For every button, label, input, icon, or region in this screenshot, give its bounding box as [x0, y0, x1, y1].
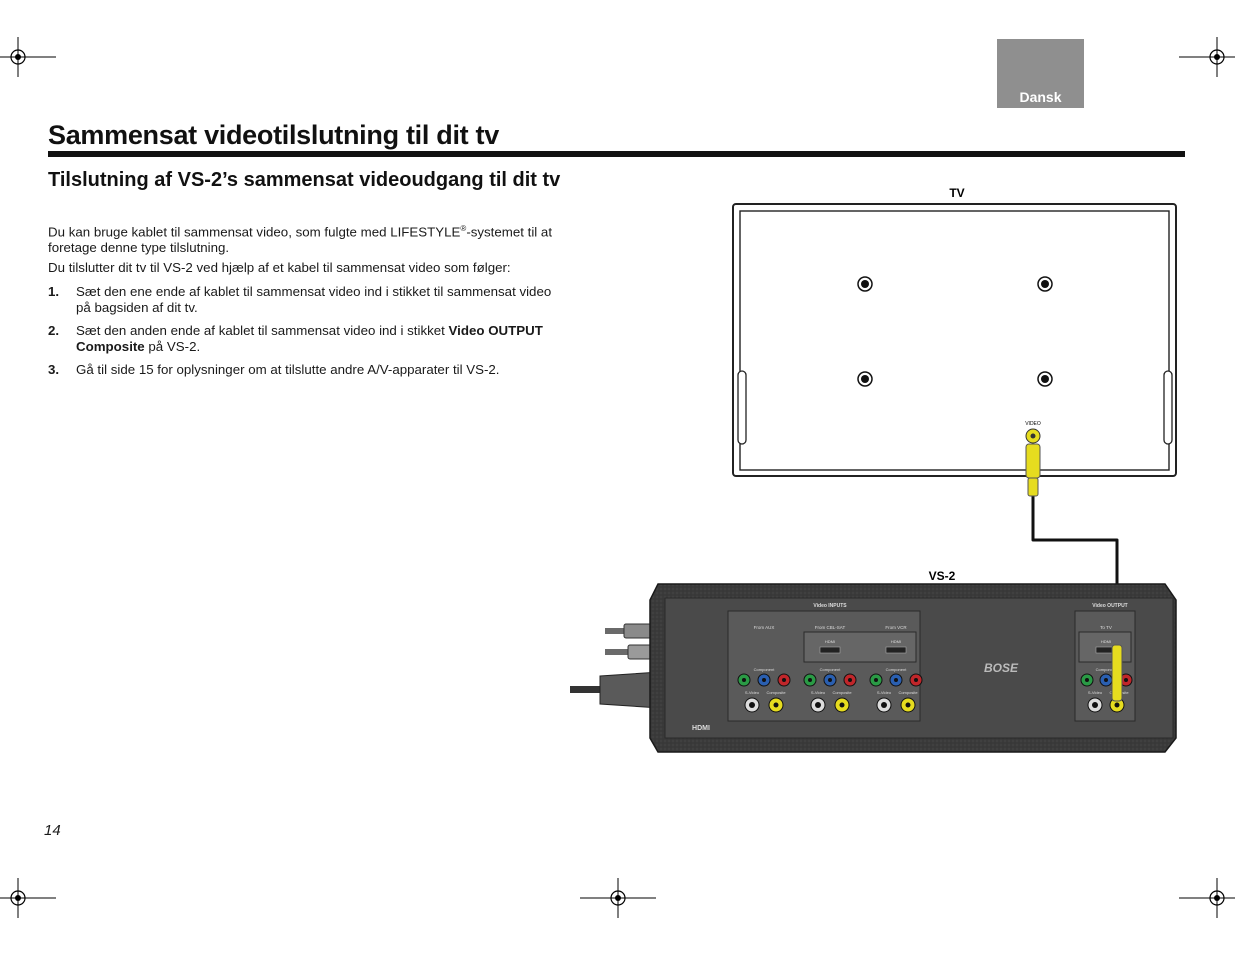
step-text: Sæt den ene ende af kablet til sammensat…: [76, 284, 552, 315]
registration-mark-bottom-right: [1179, 878, 1235, 918]
video-output-header: Video OUTPUT: [1092, 603, 1127, 609]
svideo-label-vcr: S-Video: [877, 690, 892, 695]
tv-rear-panel: [732, 203, 1177, 477]
step-2: 2. Sæt den anden ende af kablet til samm…: [48, 323, 563, 355]
hdmi-port-cbl-sat[interactable]: HDMI: [819, 639, 841, 654]
registration-mark-bottom-left: [0, 878, 56, 918]
screw-icon: [857, 276, 873, 292]
hdmi-port-label: HDMI: [1101, 639, 1111, 644]
page-number: 14: [44, 822, 61, 839]
hdmi-logo: HDMI: [692, 725, 710, 732]
component-label-aux: Component: [754, 667, 776, 672]
tv-label: TV: [949, 186, 964, 200]
hdmi-port-label: HDMI: [825, 639, 835, 644]
registration-mark-top-left: [0, 37, 56, 77]
step-text: Sæt den anden ende af kablet til sammens…: [76, 323, 563, 355]
page-title: Sammensat videotilslutning til dit tv: [48, 120, 499, 150]
step-3: 3. Gå til side 15 for oplysninger om at …: [48, 362, 563, 378]
input-cables: [570, 623, 661, 709]
step-text-bold: Video OUTPUT Composite: [76, 323, 543, 354]
step-number: 2.: [48, 323, 60, 338]
hdmi-port-vcr[interactable]: HDMI: [885, 639, 907, 654]
tv-video-jack-label: VIDEO: [1025, 421, 1041, 427]
language-tab[interactable]: Dansk: [997, 39, 1084, 108]
tv-video-jack[interactable]: [1025, 428, 1041, 444]
section-heading: Tilslutning af VS-2’s sammensat videoudg…: [48, 169, 561, 191]
source-label-vcr: From VCR: [885, 625, 907, 630]
svideo-jack-to-tv[interactable]: [1087, 697, 1103, 713]
step-1: 1. Sæt den ene ende af kablet til sammen…: [48, 284, 563, 316]
component-jacks-cbl-sat[interactable]: [803, 673, 857, 687]
svideo-jack-aux[interactable]: [744, 697, 760, 713]
registration-mark-bottom-center: [580, 878, 656, 918]
composite-jack-aux[interactable]: [768, 697, 784, 713]
intro-text-1a: Du kan bruge kablet til sammensat video,…: [48, 224, 461, 240]
registered-mark: ®: [460, 224, 467, 233]
intro-text-1b: -systemet til at foretage denne type til…: [48, 224, 553, 256]
component-label-cbl-sat: Component: [820, 667, 842, 672]
svideo-jack-cbl-sat[interactable]: [810, 697, 826, 713]
title-rule: [48, 151, 1185, 157]
intro-paragraph-2: Du tilslutter dit tv til VS-2 ved hjælp …: [48, 260, 511, 275]
source-label-to-tv: To TV: [1100, 625, 1112, 630]
component-jacks-aux[interactable]: [737, 673, 791, 687]
screw-icon: [1037, 276, 1053, 292]
tv-mount-holes: [857, 276, 1053, 387]
step-number: 1.: [48, 284, 60, 299]
composite-jack-vcr[interactable]: [900, 697, 916, 713]
video-inputs-header: Video INPUTS: [813, 603, 847, 609]
step-text-after: på VS-2.: [144, 339, 201, 354]
step-text-before: Sæt den anden ende af kablet til sammens…: [76, 323, 449, 338]
component-label-vcr: Component: [886, 667, 908, 672]
composite-label-cbl-sat: Composite: [832, 690, 852, 695]
intro-paragraph-1: Du kan bruge kablet til sammensat video,…: [48, 221, 563, 256]
svideo-jack-vcr[interactable]: [876, 697, 892, 713]
step-number: 3.: [48, 362, 60, 377]
hdmi-port-label: HDMI: [891, 639, 901, 644]
vs2-label: VS-2: [929, 569, 956, 583]
composite-jack-cbl-sat[interactable]: [834, 697, 850, 713]
svideo-label-cbl-sat: S-Video: [811, 690, 826, 695]
output-cable-plug: [1111, 644, 1123, 702]
svideo-label-to-tv: S-Video: [1088, 690, 1103, 695]
bose-logo: BOSE: [984, 661, 1019, 675]
source-label-aux: From AUX: [754, 625, 775, 630]
screw-icon: [1037, 371, 1053, 387]
component-jacks-to-tv[interactable]: [1080, 673, 1133, 687]
registration-mark-top-right: [1179, 37, 1235, 77]
svideo-label-aux: S-Video: [745, 690, 760, 695]
step-text: Gå til side 15 for oplysninger om at til…: [76, 362, 500, 377]
composite-label-vcr: Composite: [898, 690, 918, 695]
composite-label-aux: Composite: [766, 690, 786, 695]
component-jacks-vcr[interactable]: [869, 673, 923, 687]
source-label-cbl-sat: From CBL-SAT: [815, 625, 846, 630]
component-label-to-tv: Component: [1096, 667, 1118, 672]
screw-icon: [857, 371, 873, 387]
